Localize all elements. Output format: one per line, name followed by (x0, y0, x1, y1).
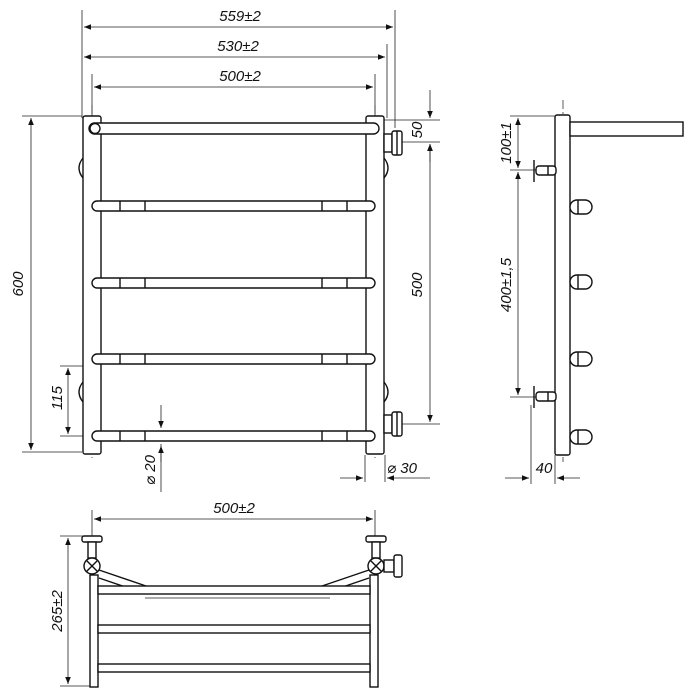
rail (97, 624, 371, 634)
dim-outer-width: 530±2 (84, 38, 388, 118)
top-rail (97, 585, 371, 595)
top-view: 500±2 265±2 (49, 500, 403, 688)
dim-text-wall-offset: 40 (536, 460, 553, 477)
rung (91, 200, 376, 212)
rung-stub (569, 429, 593, 445)
dim-text-depth: 265±2 (49, 590, 66, 633)
dim-text-tube-diameter: ⌀ 20 (142, 454, 159, 485)
dim-top-offset: 50 (380, 90, 440, 162)
dim-top-center-width: 500±2 (91, 500, 376, 540)
dim-connection-spacing: 500 (400, 144, 440, 425)
dim-text-top-offset: 50 (409, 121, 426, 138)
dim-text-top-mount: 100±1 (498, 122, 515, 164)
side-post (554, 114, 571, 456)
rung-stub (569, 351, 593, 367)
dim-text-height: 600 (10, 271, 27, 297)
front-view: 559±2 530±2 500±2 600 115 (10, 8, 440, 492)
wall-mount (533, 160, 557, 182)
rung (91, 430, 376, 442)
dim-text-outer-width: 530±2 (217, 38, 259, 55)
dim-height: 600 (10, 115, 82, 453)
dim-wall-offset: 40 (505, 405, 580, 484)
rung (91, 277, 376, 289)
dim-mount-spacing: 400±1,5 (498, 172, 536, 398)
dim-pipe-diameter: ⌀ 30 (340, 455, 430, 482)
rung-stub (569, 274, 593, 290)
side-view: 100±1 400±1,5 40 (498, 100, 684, 484)
rail (97, 663, 371, 673)
bottom-connection (383, 411, 403, 437)
dim-depth: 265±2 (49, 535, 92, 687)
dim-text-overall-width: 559±2 (219, 8, 261, 25)
rung-stub (569, 199, 593, 215)
dim-center-width: 500±2 (91, 68, 376, 118)
side-top-pipe (569, 121, 684, 137)
dim-top-mount: 100±1 (498, 115, 556, 171)
dim-tube-diameter: ⌀ 20 (142, 405, 164, 492)
top-bar (88, 122, 380, 135)
dim-text-connection-spacing: 500 (409, 272, 426, 298)
top-connection (383, 130, 403, 156)
rung (91, 353, 376, 365)
dim-overall-width: 559±2 (81, 8, 396, 128)
dim-text-bottom-step: 115 (49, 385, 66, 410)
dim-text-pipe-diameter: ⌀ 30 (387, 460, 418, 477)
dim-text-center-width: 500±2 (219, 68, 261, 85)
dim-text-mount-spacing: 400±1,5 (498, 257, 515, 312)
dim-text-top-center-width: 500±2 (213, 500, 255, 517)
wall-mount (533, 386, 557, 408)
